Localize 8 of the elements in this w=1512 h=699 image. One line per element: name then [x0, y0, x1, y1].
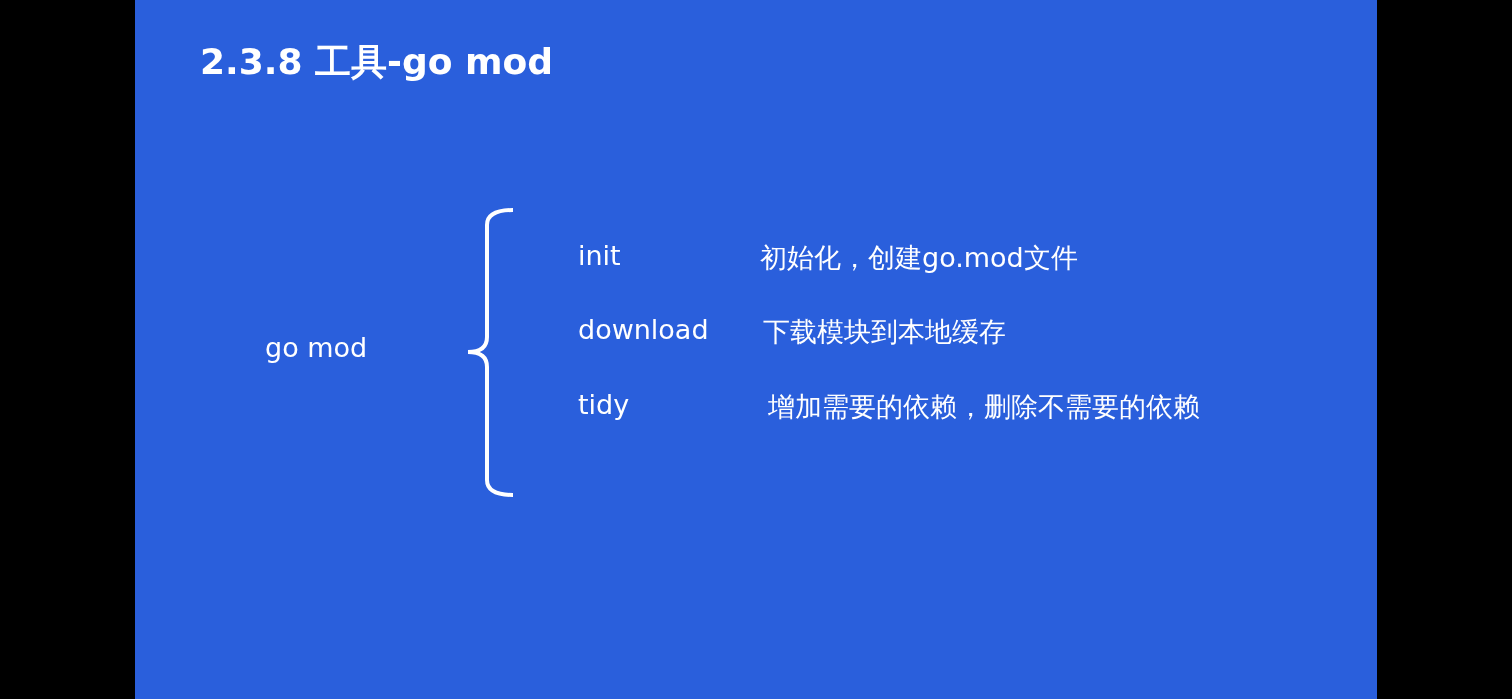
- slide-title: 2.3.8 工具-go mod: [200, 40, 554, 84]
- subcommand-name: download: [578, 314, 709, 345]
- description-text: 下载模块到本地缓存: [763, 315, 1006, 349]
- subcommand-name: tidy: [578, 389, 630, 420]
- subcommand-name: init: [578, 240, 621, 271]
- command-name: go mod: [265, 332, 368, 363]
- description-text: 增加需要的依赖，删除不需要的依赖: [768, 390, 1200, 424]
- description-text: 初始化，创建go.mod文件: [760, 241, 1078, 275]
